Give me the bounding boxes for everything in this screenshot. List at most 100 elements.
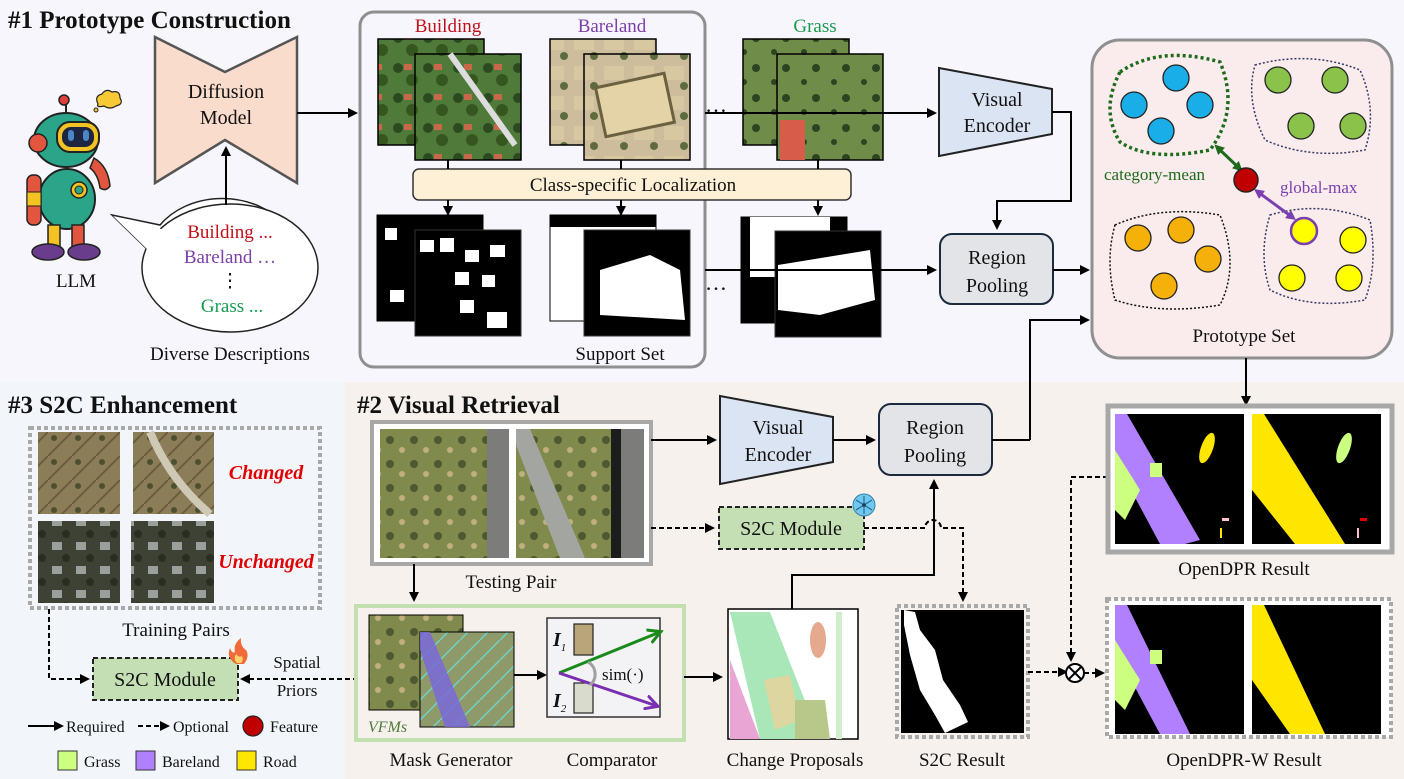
support-set-caption: Support Set	[575, 344, 665, 365]
changed-label: Changed	[229, 462, 304, 484]
vector-i1	[558, 632, 660, 675]
legend-label-grass: Grass	[84, 754, 120, 771]
opendpr-w-result-image-t2	[1252, 605, 1381, 734]
pooling-top-label-1: Region	[968, 247, 1026, 269]
comparator-patch-i1	[573, 623, 594, 656]
legend-label-road: Road	[263, 754, 297, 771]
class-label-building: Building	[415, 16, 482, 37]
bareland-images	[549, 38, 691, 161]
grass-masks	[740, 216, 882, 338]
legend-swatch-bareland	[135, 750, 156, 771]
prototype-set-caption: Prototype Set	[1193, 326, 1297, 347]
description-bareland: Bareland …	[184, 247, 276, 268]
sim-label: sim(·)	[602, 665, 644, 684]
opendpr-w-result-caption: OpenDPR-W Result	[1166, 750, 1322, 771]
diffusion-label-1: Diffusion	[188, 81, 264, 103]
bareland-masks	[549, 214, 691, 337]
legend-optional-label: Optional	[173, 719, 230, 736]
prototype-yellow-2	[1339, 226, 1367, 254]
s2c-module-training	[92, 657, 239, 701]
s2c-module-inference	[718, 506, 865, 550]
prototype-clusters	[1120, 64, 1367, 300]
diffusion-label-2: Model	[200, 107, 253, 129]
comparator-patch-i2	[573, 682, 594, 714]
building-images	[377, 38, 522, 161]
priors-label: Priors	[277, 681, 318, 700]
training-image-unchanged-t1	[38, 521, 120, 603]
prototype-orange-3	[1194, 245, 1222, 273]
class-label-bareland: Bareland	[578, 16, 647, 37]
prototype-orange-1	[1124, 224, 1152, 252]
prototype-orange-2	[1167, 216, 1195, 244]
diffusion-model-block	[153, 34, 299, 186]
global-max-label: global-max	[1280, 178, 1358, 197]
opendpr-result-image-t2	[1252, 414, 1381, 544]
visual-encoder-top	[938, 66, 1053, 158]
mask-generator-caption: Mask Generator	[390, 750, 514, 771]
prototype-yellow-3	[1278, 264, 1306, 292]
global-max-arrow	[1253, 189, 1297, 220]
prototype-blue-1	[1162, 64, 1190, 92]
cluster-green-boundary	[1250, 57, 1372, 155]
spatial-label: Spatial	[273, 653, 320, 672]
opendpr-result-image-t1	[1115, 414, 1244, 544]
encoder-top-label-2: Encoder	[964, 115, 1031, 137]
legend-required-label: Required	[66, 719, 125, 736]
fire-icon	[228, 638, 248, 664]
prototype-green-4	[1339, 112, 1367, 140]
prototype-blue-2	[1120, 91, 1148, 119]
grass-images	[742, 38, 884, 161]
arrow-proposals-to-pooling	[791, 479, 939, 609]
class-specific-localization-block	[412, 168, 852, 201]
vfms-label: VFMs	[368, 719, 407, 736]
unchanged-label: Unchanged	[218, 551, 315, 573]
prototype-green-3	[1287, 112, 1315, 140]
i2-label: I2	[552, 690, 567, 715]
prototype-blue-3	[1186, 91, 1214, 119]
pooling-top-label-2: Pooling	[966, 275, 1028, 297]
section-3-title: #3 S2C Enhancement	[8, 392, 238, 419]
pooling-bottom-label-1: Region	[906, 417, 964, 439]
feature-point	[1233, 167, 1259, 193]
speech-bubble	[109, 197, 319, 333]
cluster-yellow-boundary	[1263, 207, 1374, 305]
encoder-bottom-label-1: Visual	[752, 417, 803, 439]
section-2-title: #2 Visual Retrieval	[357, 392, 560, 419]
visual-encoder-bottom	[719, 394, 834, 486]
legend-swatch-grass	[57, 750, 78, 771]
description-ellipsis: ⋮	[221, 271, 240, 292]
ellipsis-top: …	[705, 92, 727, 117]
multiply-operator-icon	[1065, 663, 1085, 683]
encoder-top-label-1: Visual	[971, 89, 1022, 111]
s2c-module-training-label: S2C Module	[114, 669, 216, 691]
legend-swatch-road	[236, 750, 257, 771]
pooling-bottom-label-2: Pooling	[904, 445, 966, 467]
comparator-caption: Comparator	[567, 750, 658, 771]
category-mean-label: category-mean	[1104, 165, 1205, 184]
category-mean-arrow	[1214, 144, 1243, 172]
legend-feature-dot	[242, 715, 264, 737]
training-image-unchanged-t2	[131, 521, 214, 603]
change-proposals-image	[727, 608, 859, 740]
training-image-changed-t1	[38, 432, 120, 514]
prototype-green-2	[1321, 66, 1349, 94]
prototype-orange-4	[1150, 272, 1178, 300]
description-grass: Grass ...	[201, 296, 263, 317]
s2c-result-image	[901, 610, 1024, 733]
i1-label: I1	[552, 629, 566, 654]
prototype-yellow-1	[1289, 216, 1319, 246]
prototype-set-panel	[1090, 38, 1394, 360]
section-1-title: #1 Prototype Construction	[8, 7, 291, 34]
training-pairs-caption: Training Pairs	[122, 620, 230, 641]
ellipsis-bottom: …	[705, 270, 727, 295]
prototype-yellow-4	[1335, 264, 1363, 292]
vector-i2	[558, 671, 657, 706]
legend-feature-label: Feature	[270, 719, 318, 736]
testing-pair-caption: Testing Pair	[465, 572, 557, 593]
class-label-grass: Grass	[793, 16, 836, 37]
cluster-blue-boundary	[1108, 53, 1230, 157]
prototype-green-1	[1264, 66, 1292, 94]
